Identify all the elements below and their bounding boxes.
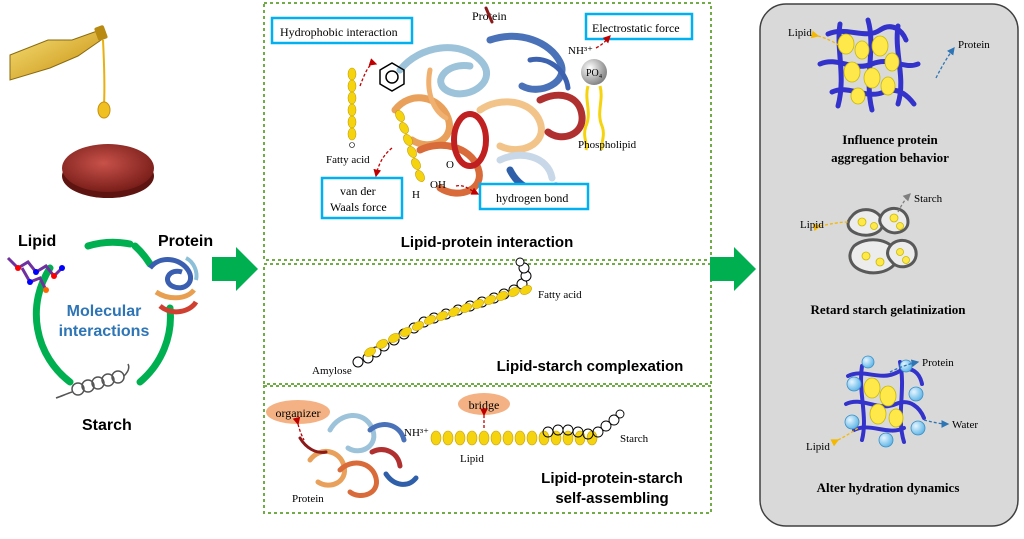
water-arrow-e3 — [923, 419, 950, 428]
effect3-protein-label: Protein — [922, 357, 954, 369]
panel1-title: Lipid-protein interaction — [401, 234, 574, 251]
hydrophobic-arrow — [359, 58, 378, 87]
starch-helix-p3 — [542, 409, 625, 440]
lipid-chain-p3 — [430, 430, 598, 446]
bridge-bubble — [458, 393, 510, 415]
starch-helix-icon — [55, 363, 130, 399]
phospholipid-label: Phospholipid — [578, 139, 637, 151]
carbonyl-o-label: O — [446, 159, 454, 171]
organizer-label: organizer — [275, 406, 320, 420]
effect2-starch-label: Starch — [914, 193, 943, 205]
fatty-acid-chain-p2 — [364, 285, 532, 357]
lipid-molecule-icon — [6, 256, 65, 293]
benzene-ring-icon — [379, 62, 405, 92]
vdw-label-line2: Waals force — [330, 200, 387, 214]
protein-ribbon-structure — [391, 6, 586, 197]
bridge-label: bridge — [469, 398, 500, 412]
phospholipid-tails — [583, 85, 605, 151]
hydrophobic-interaction-label: Hydrophobic interaction — [280, 25, 398, 39]
electrostatic-force-box — [584, 12, 694, 41]
hydration-illustration — [844, 355, 926, 448]
panel-lipid-protein-starch — [263, 385, 712, 514]
effect2-lipid-label: Lipid — [800, 219, 824, 231]
phosphate-head-sphere — [581, 59, 607, 85]
effect1-protein-label: Protein — [958, 39, 990, 51]
fatty-acid-label-p1: Fatty acid — [326, 154, 370, 166]
nh3-label-p3: NH³⁺ — [404, 427, 429, 439]
protein-arrow-e3 — [889, 359, 920, 373]
effect1-title-line1: Influence protein — [842, 132, 938, 147]
panel-lipid-protein — [263, 2, 712, 261]
hydrogen-bond-label: hydrogen bond — [496, 191, 568, 205]
effect1-title-line2: aggregation behavior — [831, 150, 949, 165]
effect3-lipid-label: Lipid — [806, 441, 830, 453]
hydrophobic-interaction-box — [270, 16, 414, 45]
hydrogen-h-label: H — [412, 189, 420, 201]
vdw-force-box — [320, 176, 404, 220]
effect3-title: Alter hydration dynamics — [817, 480, 960, 495]
fatty-acid-chain-left — [347, 67, 357, 148]
starch-granules-illustration — [846, 206, 918, 275]
effect3-water-label: Water — [952, 419, 978, 431]
green-arrow-right — [710, 247, 756, 291]
meat-patty-illustration — [62, 144, 154, 198]
left-protein-label: Protein — [158, 233, 213, 250]
starch-arrow-e2 — [897, 193, 911, 213]
protein-structure-icon — [148, 256, 199, 315]
electrostatic-arrow — [595, 35, 611, 49]
effect1-lipid-label: Lipid — [788, 27, 812, 39]
fatty-acid-chain-diagonal — [395, 110, 425, 182]
po4-label: PO₄ — [586, 68, 603, 79]
hbond-arrow — [455, 184, 480, 195]
panel3-title-line1: Lipid-protein-starch — [541, 470, 683, 487]
oil-bottle-illustration — [9, 25, 111, 119]
left-starch-label: Starch — [82, 417, 132, 434]
green-arrow-left — [212, 247, 258, 291]
protein-aggregation-illustration — [817, 17, 921, 113]
lipid-label-p3: Lipid — [460, 453, 484, 465]
panel3-title-line2: self-assembling — [555, 490, 668, 507]
hydroxyl-oh-label: OH — [430, 179, 446, 191]
panel-lipid-starch — [263, 263, 712, 385]
lipid-arrow-e2 — [812, 221, 849, 232]
protein-arrow-e1 — [935, 46, 955, 79]
effect2-title: Retard starch gelatinization — [810, 302, 966, 317]
panel2-title: Lipid-starch complexation — [497, 358, 684, 375]
lipid-arrow-e3 — [830, 427, 859, 447]
organizer-bubble — [266, 400, 330, 424]
hydrogen-bond-box — [478, 182, 590, 211]
lipid-arrow-e1 — [810, 30, 841, 47]
starch-label-p3: Starch — [620, 433, 649, 445]
electrostatic-force-label: Electrostatic force — [592, 21, 680, 35]
organizer-arrow — [292, 416, 305, 441]
left-lipid-label: Lipid — [18, 233, 56, 250]
center-label-line2: interactions — [59, 323, 150, 340]
center-label-line1: Molecular — [67, 303, 142, 320]
nh3-label-p1: NH³⁺ — [568, 45, 593, 57]
protein-ribbon-small — [298, 413, 419, 498]
vdw-arrow — [373, 147, 393, 178]
amylose-label: Amylose — [312, 365, 352, 377]
vdw-label-line1: van der — [340, 184, 376, 198]
protein-label-p3: Protein — [292, 493, 324, 505]
fatty-acid-label-p2: Fatty acid — [538, 289, 582, 301]
